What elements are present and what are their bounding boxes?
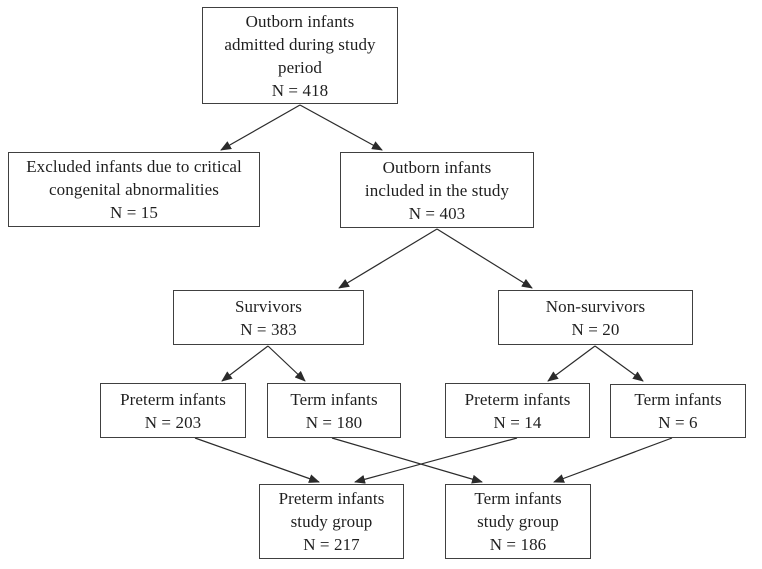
node-term-study-group: Term infants study group N = 186 xyxy=(445,484,591,559)
node-preterm-study-group-label: Preterm infants study group N = 217 xyxy=(278,489,385,554)
node-non-survivors-term-label: Term infants N = 6 xyxy=(634,390,722,432)
edge-survivors-preterm-study-group xyxy=(194,437,320,483)
node-non-survivors-label: Non-survivors N = 20 xyxy=(545,296,646,339)
node-non-survivors-term: Term infants N = 6 xyxy=(610,384,746,438)
node-survivors-term: Term infants N = 180 xyxy=(267,383,401,438)
node-outborn-included-label: Outborn infants included in the study N … xyxy=(364,157,510,223)
node-non-survivors-preterm-label: Preterm infants N = 14 xyxy=(464,389,571,432)
node-survivors: Survivors N = 383 xyxy=(173,290,364,345)
node-excluded-infants-label: Excluded infants due to critical congeni… xyxy=(26,157,242,222)
edge-non-survivors-term-study-group xyxy=(553,437,673,483)
node-preterm-study-group: Preterm infants study group N = 217 xyxy=(259,484,404,559)
edge-survivors-preterm xyxy=(221,345,269,382)
node-outborn-admitted: Outborn infants admitted during study pe… xyxy=(202,7,398,104)
edge-non-survivors-term xyxy=(594,345,644,382)
edge-non-survivors-preterm xyxy=(547,345,596,382)
node-survivors-term-label: Term infants N = 180 xyxy=(290,389,378,432)
edge-included-survivors xyxy=(338,228,438,289)
edge-admitted-included xyxy=(299,104,383,151)
node-term-study-group-label: Term infants study group N = 186 xyxy=(474,489,562,554)
node-non-survivors-preterm: Preterm infants N = 14 xyxy=(445,383,590,438)
edge-included-non-survivors xyxy=(436,228,533,289)
edge-admitted-excluded xyxy=(220,104,301,151)
edge-non-survivors-preterm-study-group xyxy=(354,437,518,484)
node-outborn-admitted-label: Outborn infants admitted during study pe… xyxy=(224,11,376,100)
node-outborn-included: Outborn infants included in the study N … xyxy=(340,152,534,228)
node-excluded-infants: Excluded infants due to critical congeni… xyxy=(8,152,260,227)
edge-survivors-term xyxy=(267,345,306,382)
node-survivors-preterm: Preterm infants N = 203 xyxy=(100,383,246,438)
edge-survivors-term-study-group xyxy=(331,437,483,484)
node-survivors-preterm-label: Preterm infants N = 203 xyxy=(120,389,226,432)
node-non-survivors: Non-survivors N = 20 xyxy=(498,290,693,345)
node-survivors-label: Survivors N = 383 xyxy=(234,296,303,339)
